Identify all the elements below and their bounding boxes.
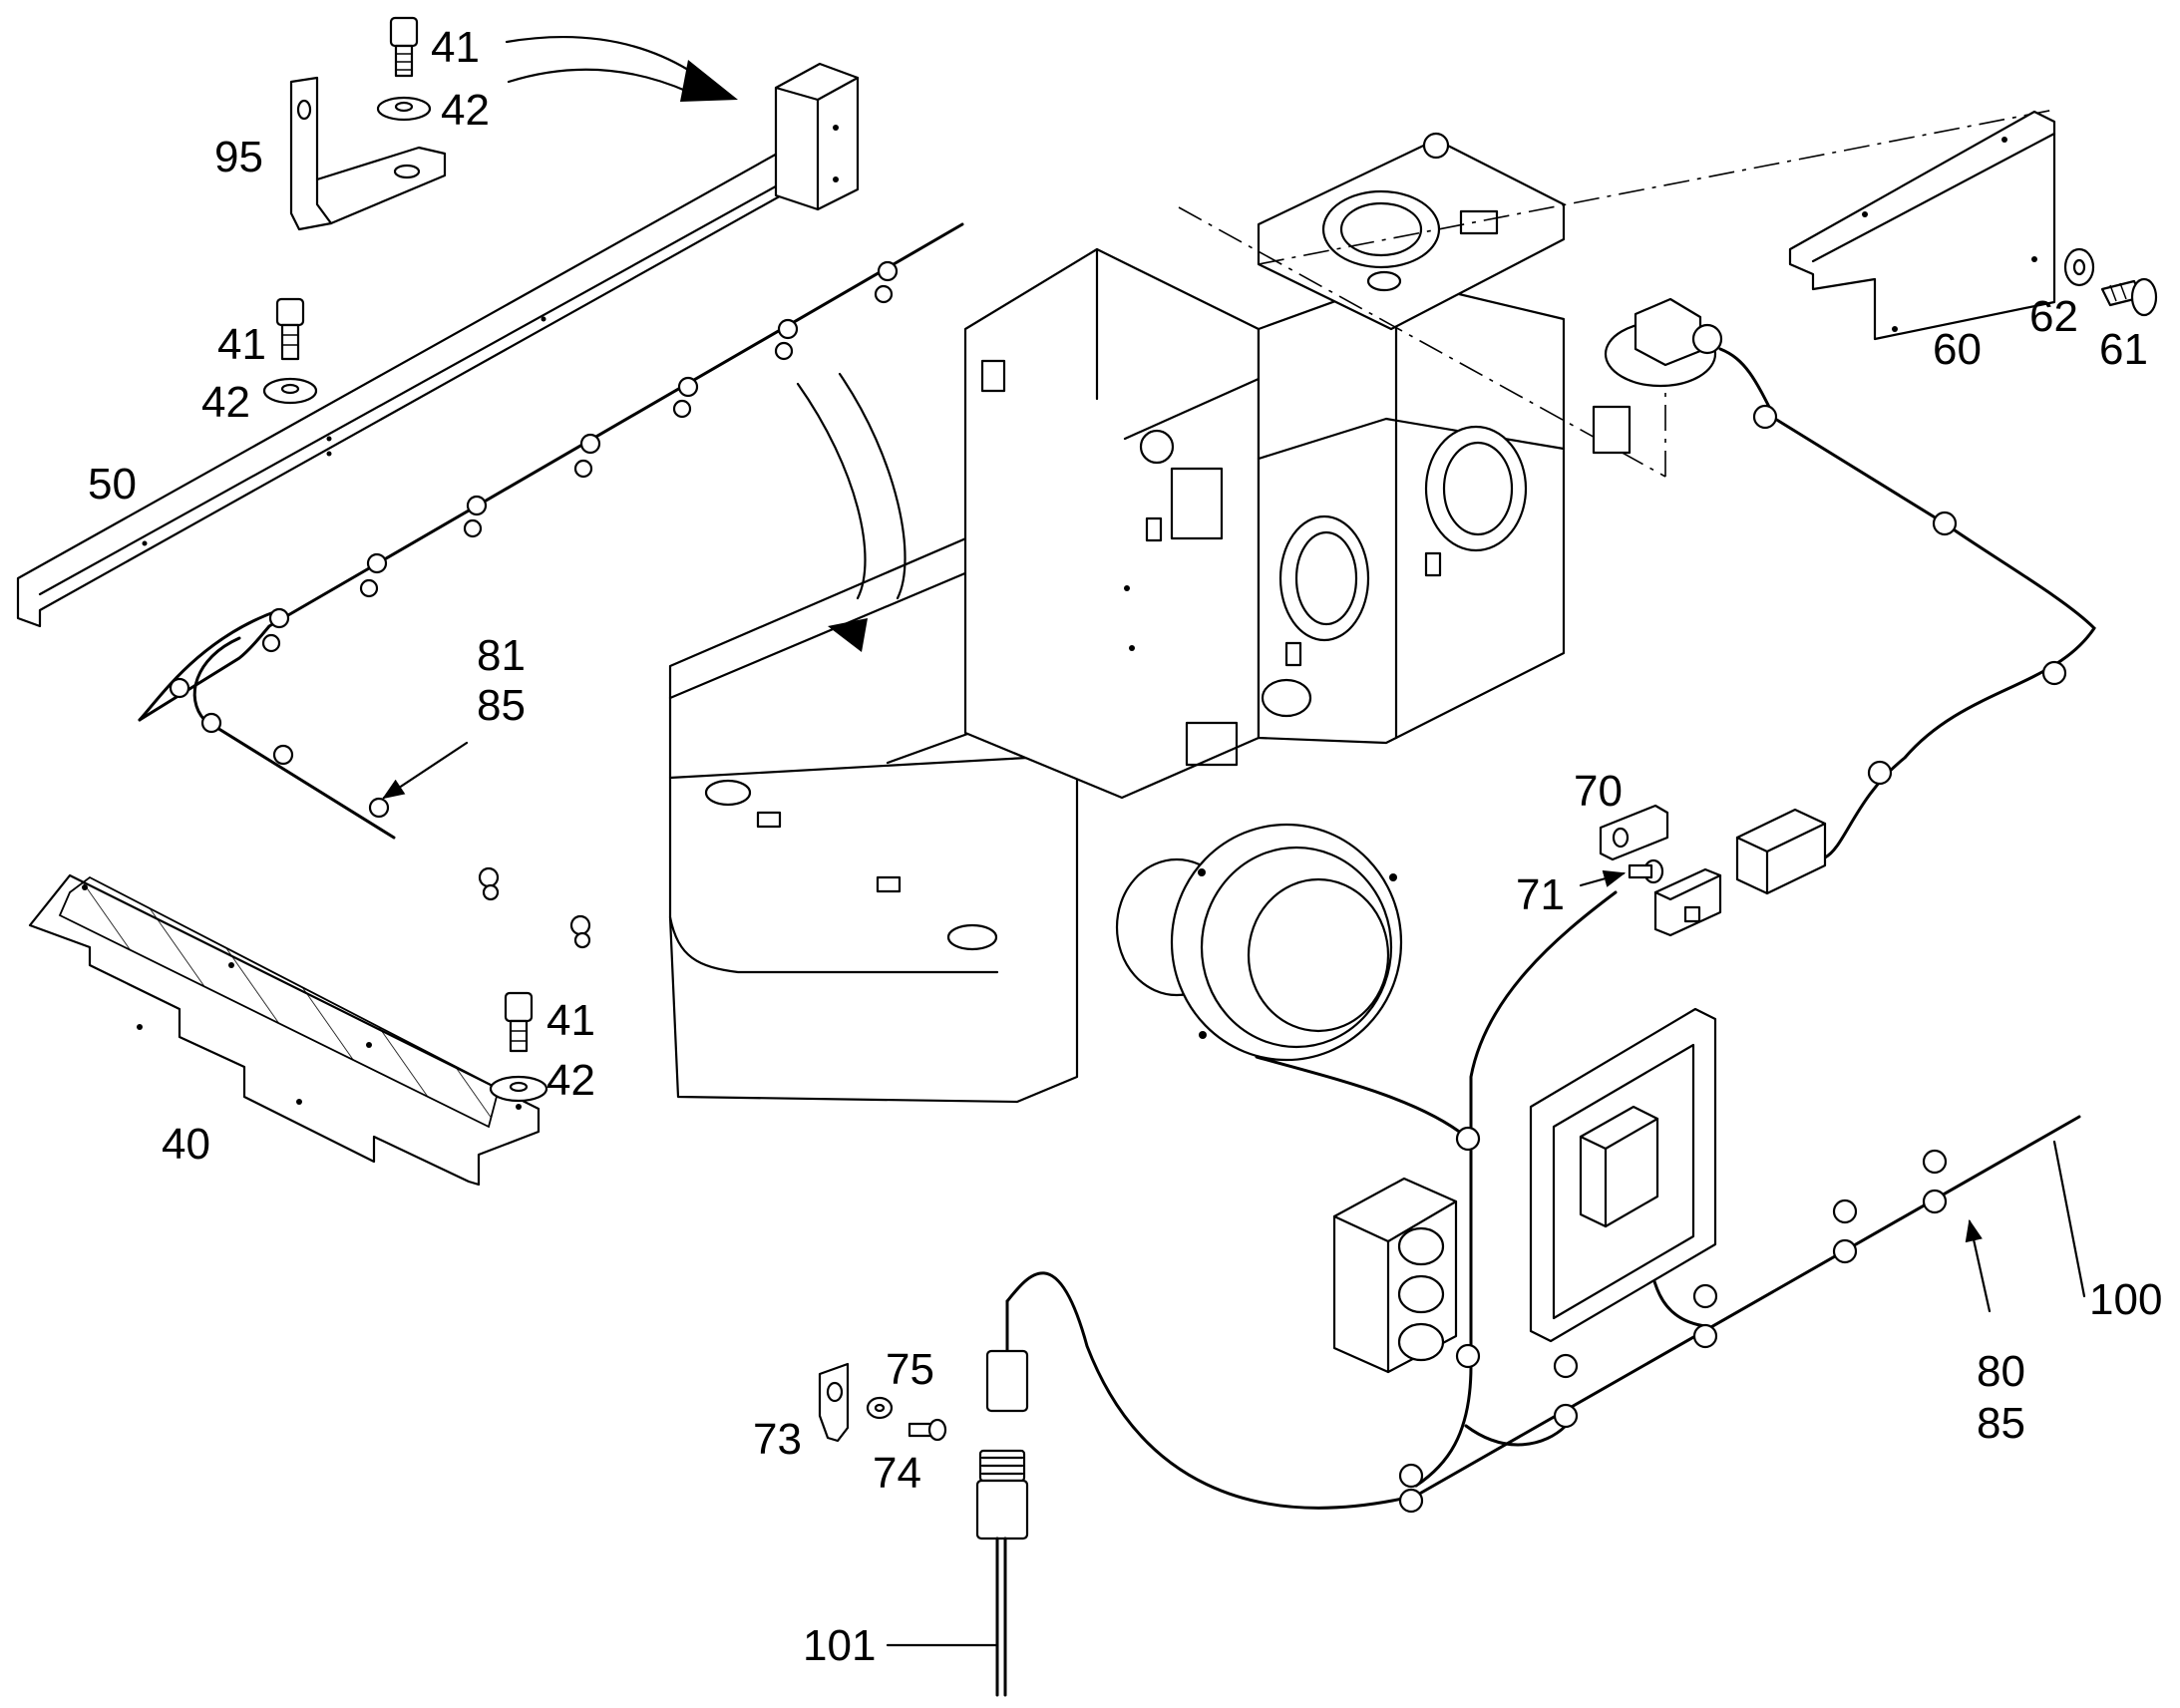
callout-41-mid: 41: [217, 320, 266, 369]
callout-40: 40: [162, 1120, 210, 1169]
machine-tower-left: [963, 247, 1261, 800]
washer-42-mid: [262, 377, 318, 405]
pushbutton-box: [1332, 1177, 1458, 1374]
harness-81: [138, 222, 964, 840]
alignment-line-1: [1178, 206, 1666, 478]
callout-61: 61: [2099, 325, 2148, 374]
machine-tower-right: [1257, 277, 1566, 745]
bracket-95: [289, 76, 447, 231]
callout-50: 50: [88, 460, 137, 509]
bolt-41-mid: [275, 297, 305, 361]
callout-81: 81: [477, 631, 526, 680]
callout-62: 62: [2029, 292, 2078, 341]
washer-62: [2063, 247, 2095, 287]
plug-connector: [975, 1299, 1029, 1697]
washer-42-top: [376, 96, 432, 122]
screw-74: [908, 1418, 947, 1442]
leader-81-85: [382, 741, 469, 800]
clip-small-2: [569, 914, 591, 949]
callout-80: 80: [1977, 1347, 2025, 1396]
callout-41-bottom: 41: [546, 996, 595, 1045]
callout-95: 95: [214, 133, 263, 181]
callout-85-right: 85: [1977, 1399, 2025, 1448]
washer-75: [866, 1396, 894, 1420]
relay: [1653, 867, 1722, 937]
callout-75: 75: [886, 1345, 934, 1394]
callout-100: 100: [2089, 1275, 2162, 1324]
callout-74: 74: [873, 1449, 921, 1498]
clip-small-1: [478, 866, 500, 901]
junction-box-top: [774, 62, 860, 211]
screw-71: [1628, 858, 1664, 884]
callout-41-top: 41: [431, 23, 480, 72]
control-panel-plate: [1529, 1007, 1717, 1343]
bracket-70: [1599, 804, 1669, 861]
callout-70: 70: [1574, 767, 1623, 816]
bracket-73: [818, 1362, 850, 1443]
bolt-41-bottom: [504, 991, 534, 1053]
screw-61: [2100, 277, 2158, 317]
bolt-41-top: [389, 16, 419, 78]
connector-block: [1735, 808, 1827, 895]
sensor-top-right: [1592, 297, 1723, 455]
machine-top-plate: [1257, 132, 1566, 331]
leader-80-85: [1965, 1218, 1992, 1313]
callout-85-left: 85: [477, 681, 526, 730]
callout-73: 73: [753, 1415, 802, 1464]
curved-arrow-top: [505, 35, 738, 102]
motor-dome: [1115, 823, 1403, 1062]
callout-42-mid: 42: [201, 378, 250, 427]
callout-42-bottom: 42: [546, 1056, 595, 1105]
curved-arrow-middle: [796, 372, 907, 652]
callout-42-top: 42: [441, 86, 490, 135]
cover-plate-40: [28, 873, 541, 1187]
leader-100: [2052, 1140, 2086, 1298]
callout-71: 71: [1516, 870, 1565, 919]
cover-60: [1788, 110, 2056, 341]
leader-71: [1579, 869, 1627, 887]
washer-42-bottom: [489, 1075, 548, 1103]
callout-60: 60: [1933, 325, 1982, 374]
callout-101: 101: [803, 1621, 876, 1670]
